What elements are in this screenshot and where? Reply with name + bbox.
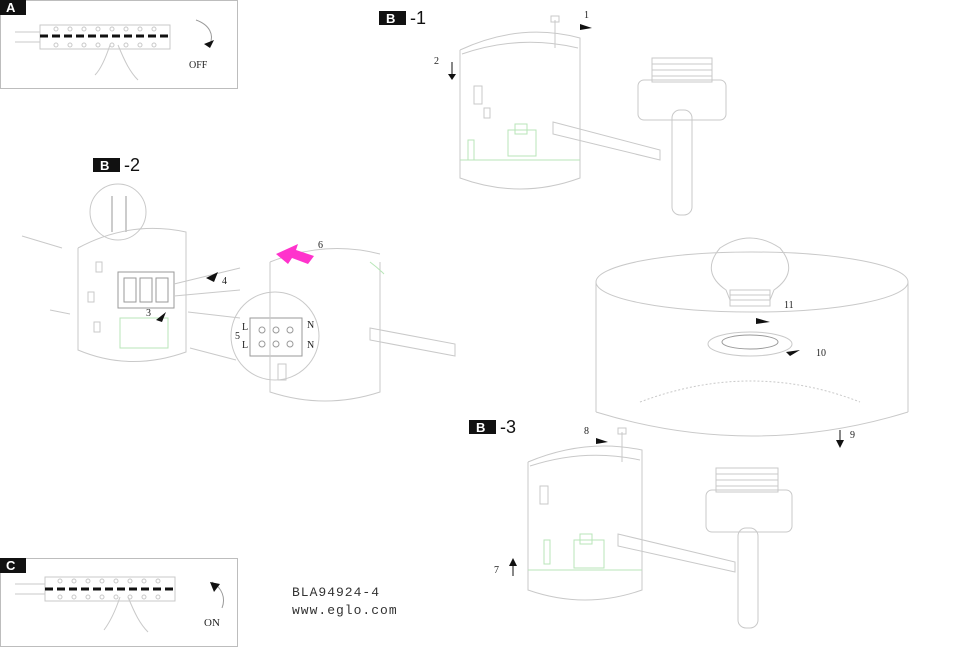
callout-3: 3 xyxy=(146,308,151,319)
step-b1-title: -1 xyxy=(410,8,426,28)
terminal-strip-c xyxy=(15,576,176,633)
step-b2-tag-box xyxy=(93,158,120,172)
glass-cover xyxy=(269,262,381,402)
panel-a-state: OFF xyxy=(189,60,208,71)
terminal-l-top: L xyxy=(242,322,248,333)
lamp-shade-bottom xyxy=(595,411,909,437)
callout-9: 9 xyxy=(850,430,855,441)
callout-8: 8 xyxy=(584,426,589,437)
shade-assembly: 11 10 9 xyxy=(595,237,909,448)
callout-6: 6 xyxy=(318,240,323,251)
panel-a-tag: A xyxy=(6,0,16,15)
wiring-detail-circle xyxy=(230,291,320,381)
step-b1: B -1 1 2 xyxy=(379,8,727,216)
wall-bracket-assembled xyxy=(527,462,643,601)
detail-bubble xyxy=(89,183,147,241)
step-b1-tag: B xyxy=(386,11,395,26)
callout-10: 10 xyxy=(816,348,826,359)
terminal-n-top: N xyxy=(307,320,314,331)
panel-c-tag-box xyxy=(0,558,26,573)
terminal-l-bottom: L xyxy=(242,340,248,351)
wall-bracket-open xyxy=(77,248,187,363)
step-b1-tag-box xyxy=(379,11,406,25)
step-b3-title: -3 xyxy=(500,417,516,437)
bulb xyxy=(710,237,790,301)
push-arrow-icon xyxy=(276,244,314,264)
terminal-n-bottom: N xyxy=(307,340,314,351)
shade-ring xyxy=(707,331,793,357)
step-b2: B -2 4 3 L L N xyxy=(21,155,456,402)
terminal-block xyxy=(117,271,175,309)
callout-1: 1 xyxy=(584,10,589,21)
wall-bracket-body xyxy=(459,50,581,190)
step-b3: B -3 8 7 xyxy=(469,417,793,629)
terminal-detail xyxy=(249,317,303,357)
arrow-3-icon xyxy=(156,312,166,322)
callout-2: 2 xyxy=(434,56,439,67)
footer: BLA94924-4 www.eglo.com xyxy=(292,585,398,618)
step-b2-title: -2 xyxy=(124,155,140,175)
panel-c: C ON xyxy=(0,558,238,647)
panel-c-tag: C xyxy=(6,558,16,573)
model-number: BLA94924-4 xyxy=(292,585,380,600)
callout-4: 4 xyxy=(222,276,227,287)
arrow-1-icon xyxy=(580,24,592,30)
arrow-2-icon xyxy=(448,74,456,80)
arrow-8-icon xyxy=(596,438,608,444)
step-b3-tag-box xyxy=(469,420,496,434)
website: www.eglo.com xyxy=(292,603,398,618)
arrow-7-icon xyxy=(509,558,517,566)
terminal-strip-a xyxy=(15,24,171,81)
arrow-11-icon xyxy=(756,318,770,324)
panel-c-state: ON xyxy=(204,617,220,629)
panel-a: A OFF xyxy=(0,0,238,89)
callout-7: 7 xyxy=(494,565,499,576)
callout-11: 11 xyxy=(784,300,794,311)
panel-a-tag-box xyxy=(0,0,26,15)
step-b3-tag: B xyxy=(476,420,485,435)
socket-holder xyxy=(637,79,727,121)
step-b2-tag: B xyxy=(100,158,109,173)
rotate-arrow-icon xyxy=(204,40,214,48)
lamp-arm xyxy=(552,121,661,161)
rotate-arrow-icon xyxy=(210,582,220,592)
arrow-4-icon xyxy=(206,272,218,282)
lamp-shade-top xyxy=(595,251,909,313)
callout-5: 5 xyxy=(235,331,240,342)
arrow-9-icon xyxy=(836,440,844,448)
arrow-10-icon xyxy=(786,350,800,356)
